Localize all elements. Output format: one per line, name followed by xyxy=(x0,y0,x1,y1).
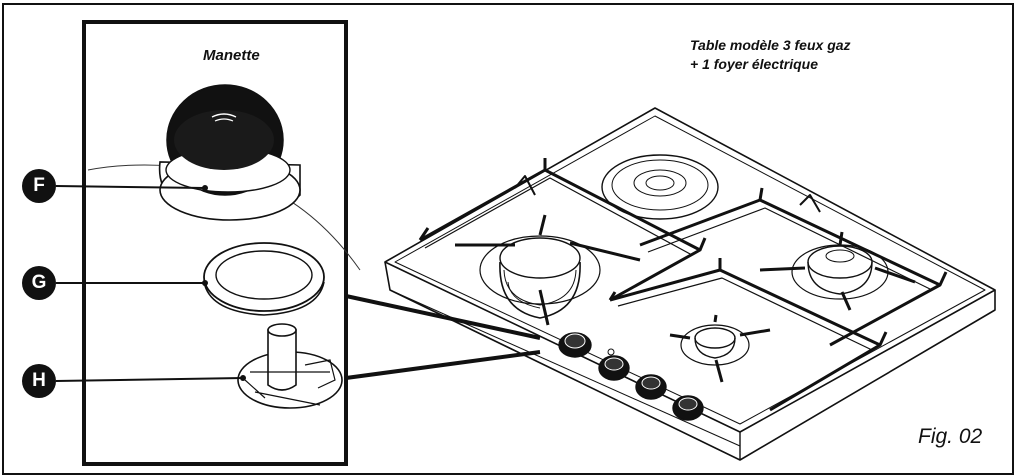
figure-number: Fig. 02 xyxy=(918,425,983,448)
cooktop-caption: Table modèle 3 feux gaz + 1 foyer électr… xyxy=(690,36,851,74)
cooktop xyxy=(384,107,996,461)
callout-badge-h: H xyxy=(22,364,56,398)
callout-badge-g: G xyxy=(22,266,56,300)
manette-label: Manette xyxy=(203,47,260,64)
ring-part-g xyxy=(203,242,325,316)
knob-part-f xyxy=(158,84,301,221)
leader-line-h xyxy=(55,377,244,382)
callout-badge-f: F xyxy=(22,169,56,203)
zoom-line-bottom xyxy=(345,350,541,380)
zoom-line-top xyxy=(345,294,541,340)
spindle-part-h xyxy=(237,323,343,409)
leader-line-f xyxy=(55,185,206,189)
caption-line-1: Table modèle 3 feux gaz xyxy=(690,37,851,53)
caption-line-2: + 1 foyer électrique xyxy=(690,56,819,72)
